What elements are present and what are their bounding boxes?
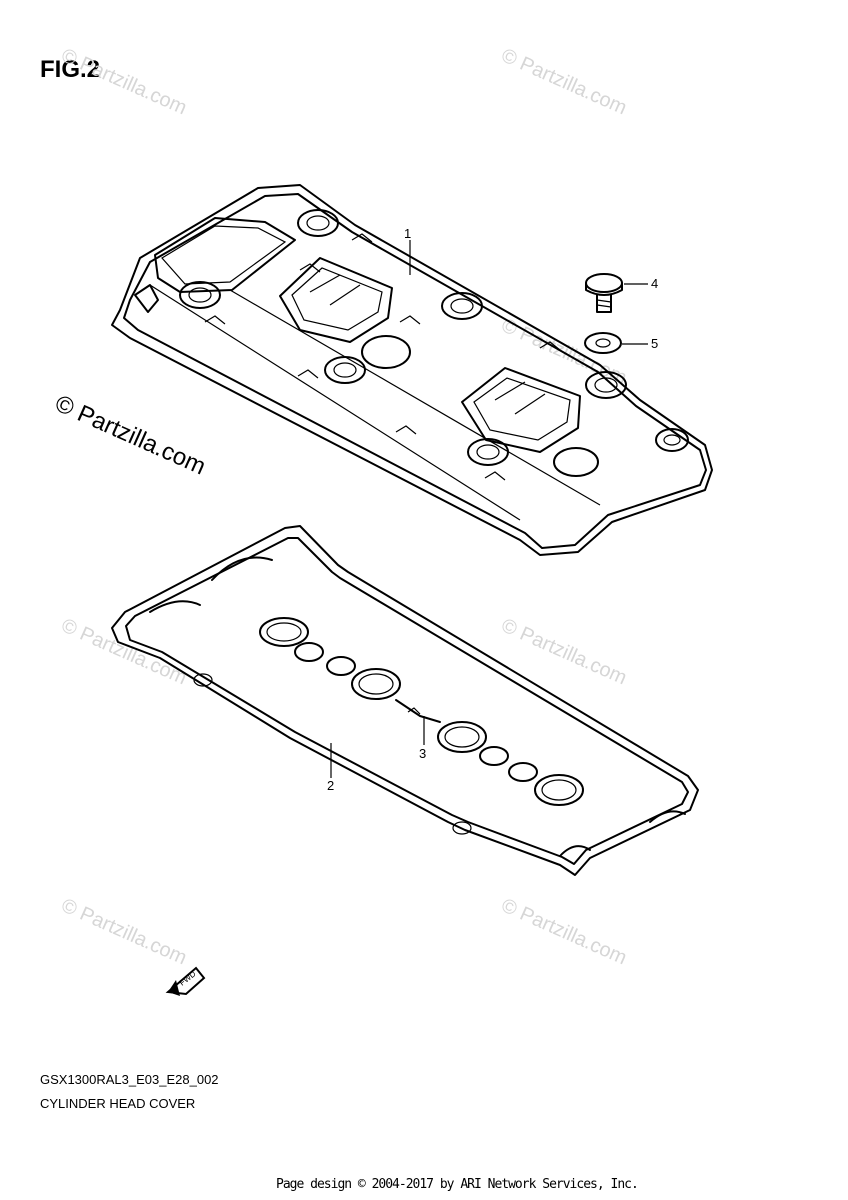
figure-title: FIG.2 xyxy=(40,56,101,83)
washer-part xyxy=(584,332,622,354)
callout-5: 5 xyxy=(651,336,659,351)
cover-gasket-part xyxy=(111,525,699,876)
callout-2: 2 xyxy=(327,778,335,793)
watermark-layer: © Partzilla.com © Partzilla.com © Partzi… xyxy=(58,44,630,969)
diagram-code: GSX1300RAL3_E03_E28_002 xyxy=(40,1072,219,1087)
cylinder-head-cover-part xyxy=(111,184,713,556)
watermark-text: © Partzilla.com xyxy=(498,894,630,969)
callout-4: 4 xyxy=(651,276,659,291)
watermark-text: © Partzilla.com xyxy=(498,44,630,119)
page-footer: Page design © 2004-2017 by ARI Network S… xyxy=(276,1177,639,1192)
watermark-text: © Partzilla.com xyxy=(58,44,190,119)
plug-seal-part xyxy=(259,617,584,806)
bolt-part xyxy=(585,273,623,313)
watermark-text: © Partzilla.com xyxy=(58,894,190,969)
watermark-text: © Partzilla.com xyxy=(498,614,630,689)
callout-1: 1 xyxy=(404,226,412,241)
callout-3: 3 xyxy=(419,746,427,761)
leader-lines xyxy=(330,240,648,778)
forward-arrow-icon: FWD xyxy=(165,966,206,996)
diagram-caption: CYLINDER HEAD COVER xyxy=(40,1096,196,1111)
watermark-text: © Partzilla.com xyxy=(58,614,190,689)
